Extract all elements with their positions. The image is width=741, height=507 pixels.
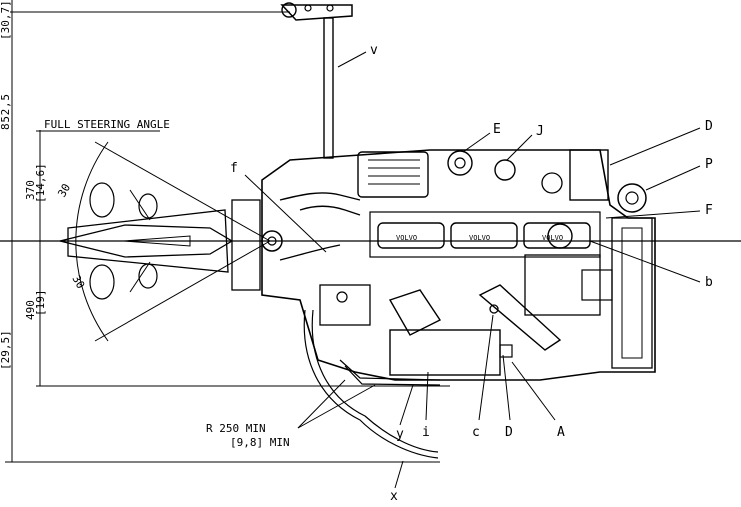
cover-mark-3: VOLVO bbox=[542, 234, 563, 242]
angle-bottom: 30 bbox=[69, 273, 87, 291]
label-v: v bbox=[370, 43, 378, 58]
full-steering-angle-label: FULL STEERING ANGLE bbox=[44, 118, 170, 131]
label-A: A bbox=[557, 425, 565, 440]
engine-body: VOLVO VOLVO VOLVO bbox=[261, 149, 656, 459]
label-E: E bbox=[493, 122, 501, 137]
callouts: E J D P F b f c D A i y x R 250 MIN [9,8… bbox=[206, 119, 713, 504]
propeller bbox=[59, 182, 283, 300]
label-F: F bbox=[705, 203, 713, 218]
dim-370-inch: [14,6] bbox=[34, 163, 47, 203]
dim-490: 490 bbox=[24, 300, 37, 320]
label-c: c bbox=[472, 425, 480, 440]
radius-inch: [9,8] MIN bbox=[230, 436, 290, 449]
left-mid-mm-dim: 852,5 bbox=[0, 94, 12, 130]
angle-top: 30 bbox=[55, 182, 73, 200]
steering-angle: FULL STEERING ANGLE 30 30 bbox=[44, 118, 271, 342]
label-i: i bbox=[422, 425, 430, 440]
left-bottom-inch-dim: [29,5] bbox=[0, 330, 12, 370]
label-D-bottom: D bbox=[505, 425, 513, 440]
label-x: x bbox=[390, 489, 398, 502]
label-J: J bbox=[536, 124, 544, 139]
valve-covers: VOLVO VOLVO VOLVO bbox=[369, 211, 601, 258]
steering-rod: v bbox=[280, 2, 378, 159]
label-P: P bbox=[705, 157, 713, 172]
label-b: b bbox=[705, 275, 713, 290]
radius-mm: R 250 MIN bbox=[206, 422, 266, 435]
left-dimensions: [30,7] 852,5 [29,5] 370 [14,6] 490 [19] bbox=[0, 0, 741, 463]
dim-490-inch: [19] bbox=[34, 290, 47, 317]
label-D-top: D bbox=[705, 119, 713, 134]
dim-370: 370 bbox=[24, 180, 37, 200]
left-top-inch-dim: [30,7] bbox=[0, 0, 12, 40]
label-y: y bbox=[396, 427, 404, 442]
cover-mark-2: VOLVO bbox=[469, 234, 490, 242]
label-f: f bbox=[230, 161, 238, 176]
cover-mark-1: VOLVO bbox=[396, 234, 417, 242]
